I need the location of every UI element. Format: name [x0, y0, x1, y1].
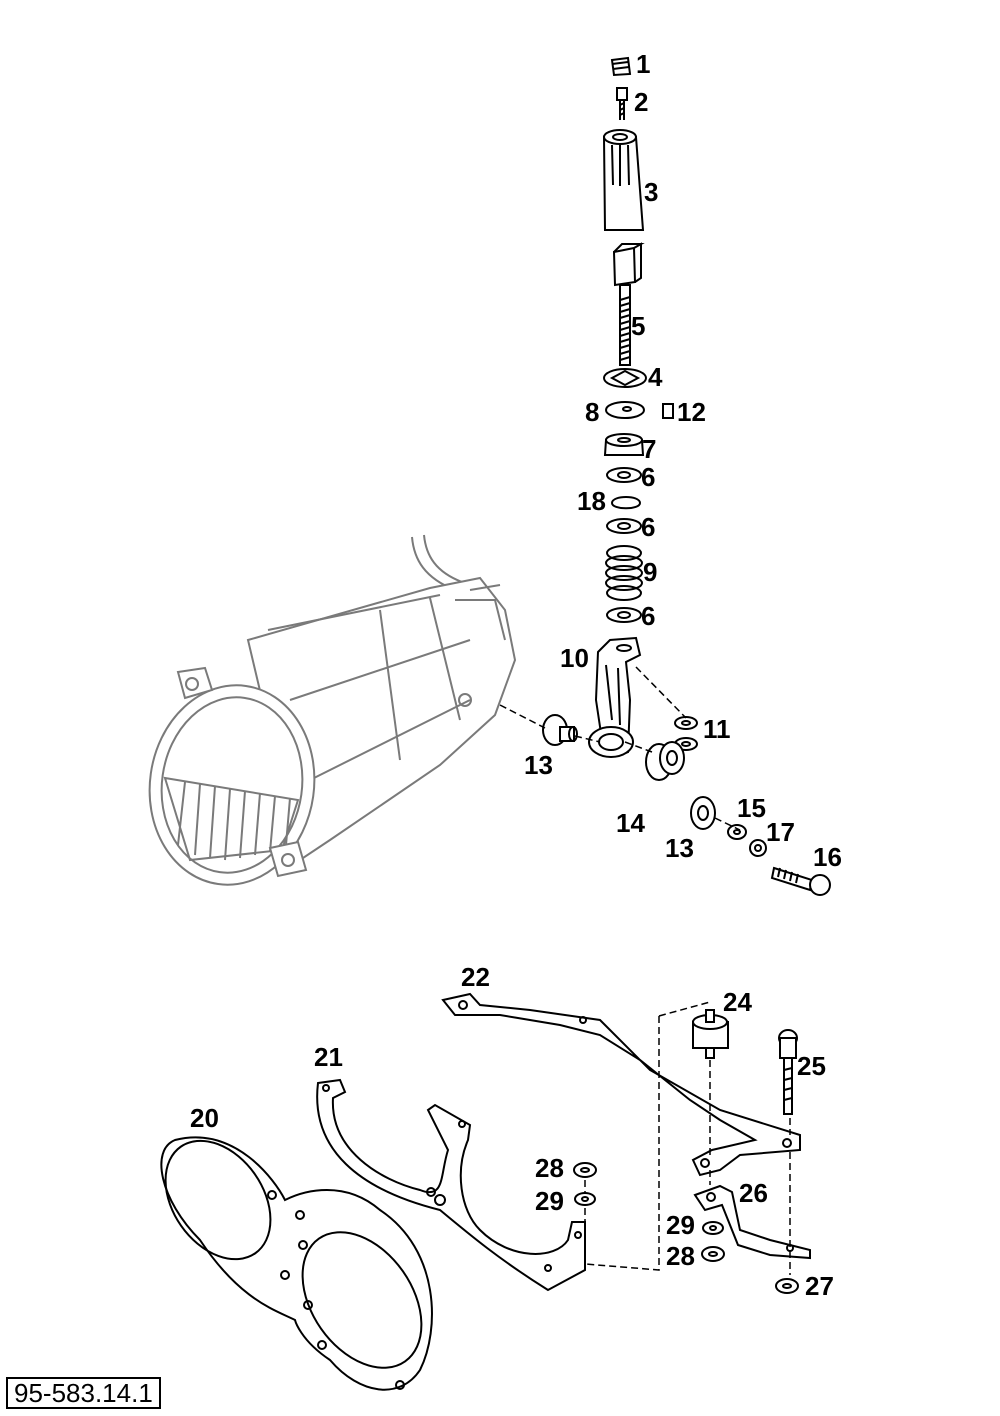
- nut-part-27: [775, 1278, 799, 1294]
- lock-washer-part-17: [749, 839, 767, 857]
- label-part-13-left: 13: [524, 750, 553, 780]
- washer-part-15: [727, 824, 747, 840]
- label-part-21: 21: [314, 1042, 343, 1072]
- bolt-part-25: [778, 1029, 798, 1115]
- label-part-8: 8: [585, 397, 599, 427]
- nut-part-28-left: [573, 1162, 597, 1178]
- label-part-26: 26: [739, 1178, 768, 1208]
- nut-part-28-right: [701, 1246, 725, 1262]
- grommet-part-13-right: [690, 796, 716, 830]
- label-part-28-left: 28: [535, 1153, 564, 1183]
- frame-bracket-part-21: [316, 1078, 586, 1292]
- label-part-20: 20: [190, 1103, 219, 1133]
- label-part-28-right: 28: [666, 1241, 695, 1271]
- label-part-6-top: 6: [641, 462, 655, 492]
- washer-part-8: [605, 401, 645, 419]
- support-bracket-part-22: [441, 992, 801, 1177]
- label-part-6-middle: 6: [641, 512, 655, 542]
- circlip-part-18: [611, 496, 642, 510]
- label-part-6-bottom: 6: [641, 601, 655, 631]
- label-part-29-right: 29: [666, 1210, 695, 1240]
- washer-part-29-right: [702, 1221, 724, 1235]
- gasket-plate-part-20: [160, 1136, 433, 1391]
- part-labels: 1 2 3 5 4 8 12 7 6 18 6 9 6 10 11 13 15 …: [190, 49, 842, 1301]
- pin-part-12: [662, 403, 674, 419]
- spring-part-9: [605, 545, 643, 601]
- knob-cap-part-1: [610, 56, 632, 77]
- screw-part-2: [616, 87, 628, 120]
- label-part-14: 14: [616, 808, 645, 838]
- label-part-1: 1: [636, 49, 650, 79]
- label-part-4: 4: [648, 362, 663, 392]
- label-part-7: 7: [642, 434, 656, 464]
- label-part-11: 11: [703, 714, 731, 744]
- label-part-24: 24: [723, 987, 752, 1017]
- label-part-10: 10: [560, 643, 589, 673]
- label-part-9: 9: [643, 557, 657, 587]
- label-part-18: 18: [577, 486, 606, 516]
- bolt-part-16: [770, 866, 831, 896]
- label-part-17: 17: [766, 817, 795, 847]
- label-part-29-left: 29: [535, 1186, 564, 1216]
- label-part-3: 3: [644, 177, 658, 207]
- label-part-16: 16: [813, 842, 842, 872]
- washer-part-6-top: [606, 467, 642, 483]
- adjuster-rod-part-5: [612, 242, 645, 366]
- label-part-25: 25: [797, 1051, 826, 1081]
- label-part-22: 22: [461, 962, 490, 992]
- adjuster-grip-part-3: [602, 129, 645, 231]
- spacer-part-14: [645, 741, 685, 781]
- diagram-reference-number: 95-583.14.1: [6, 1377, 161, 1409]
- label-part-13-right: 13: [665, 833, 694, 863]
- label-part-5: 5: [631, 311, 645, 341]
- bracket-part-10: [588, 636, 642, 758]
- headlight-assembly: [148, 534, 517, 886]
- lock-plate-part-4: [603, 368, 647, 388]
- label-part-12: 12: [677, 397, 706, 427]
- rubber-mount-part-24: [692, 1009, 729, 1059]
- label-part-15: 15: [737, 793, 766, 823]
- washer-part-29-left: [574, 1192, 596, 1206]
- grommet-part-13-left: [542, 714, 578, 746]
- washer-part-6-bottom: [606, 607, 642, 623]
- rubber-buffer-part-7: [603, 433, 645, 456]
- label-part-2: 2: [634, 87, 648, 117]
- label-part-27: 27: [805, 1271, 834, 1301]
- washer-part-6-middle: [606, 518, 642, 534]
